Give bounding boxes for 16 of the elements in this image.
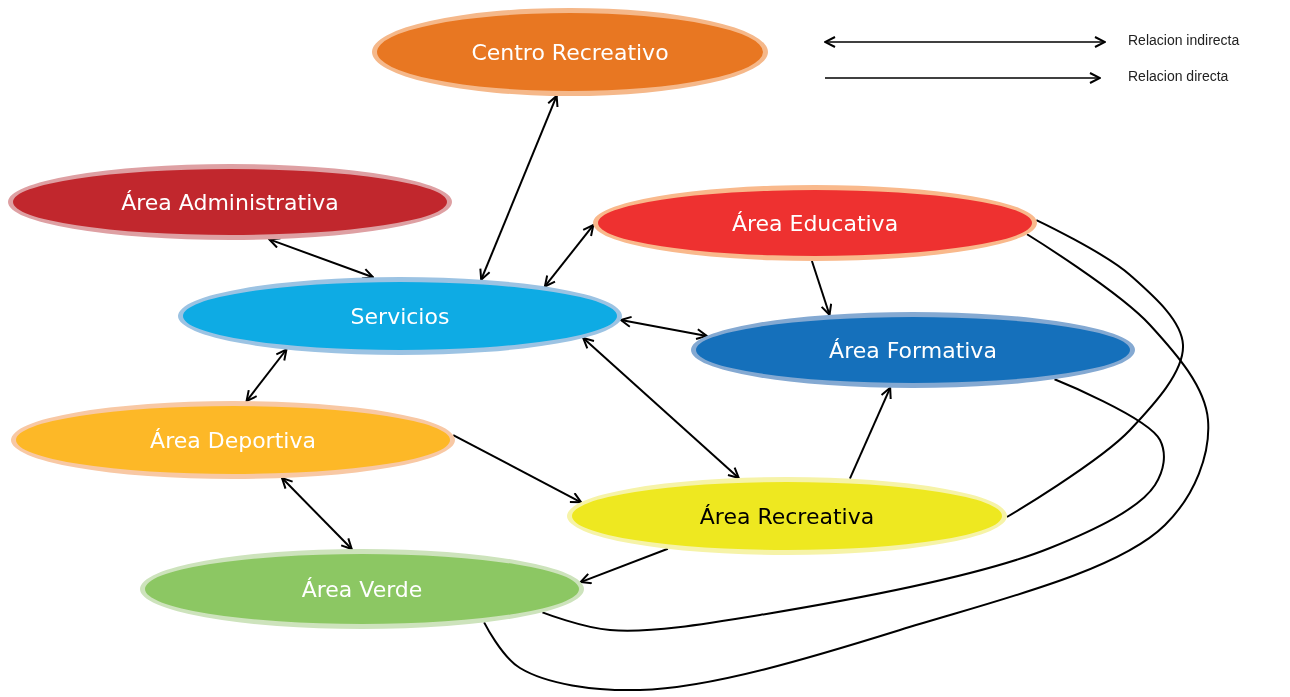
node-label: Área Recreativa — [699, 503, 875, 529]
node-label: Área Administrativa — [121, 189, 339, 215]
arrow — [582, 337, 740, 479]
legend-label: Relacion directa — [1128, 68, 1229, 84]
connector-line — [541, 378, 1165, 632]
arrow — [281, 477, 353, 551]
node-label: Área Educativa — [731, 210, 899, 236]
legend-label: Relacion indirecta — [1128, 32, 1240, 48]
node-label: Servicios — [350, 303, 450, 329]
node-label: Área Verde — [301, 576, 423, 602]
arrow — [543, 224, 595, 288]
node-label: Centro Recreativo — [471, 39, 669, 65]
node-label: Área Deportiva — [150, 427, 316, 453]
connector-line — [1005, 219, 1184, 518]
node-label: Área Formativa — [829, 337, 997, 363]
connector-line — [483, 233, 1210, 692]
